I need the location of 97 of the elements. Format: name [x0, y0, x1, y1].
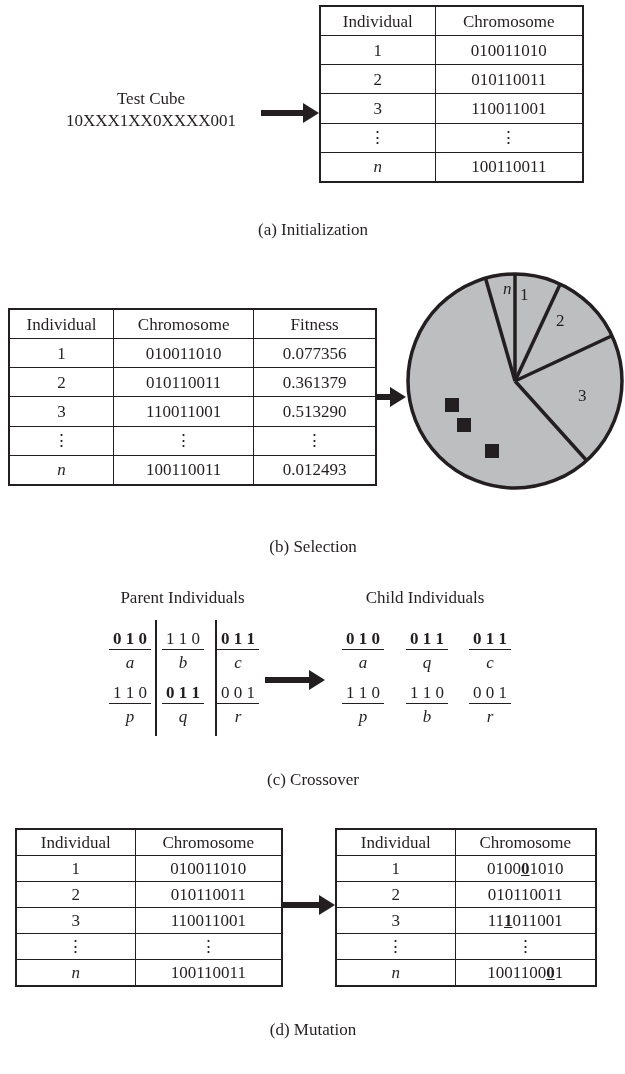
chromosome-string: 010110011: [146, 372, 222, 392]
chromosome-string: 010110011: [487, 885, 563, 904]
segment-letter: r: [233, 708, 243, 727]
bit-segment: 1 1 0: [342, 684, 384, 704]
panel-caption: (d) Mutation: [268, 1020, 358, 1040]
chromosome-string: 010110011: [471, 69, 547, 89]
individual-number: n: [71, 962, 80, 982]
segment-letter: p: [357, 708, 369, 727]
individual-number: 2: [373, 69, 383, 89]
individual-number: 1: [373, 40, 383, 60]
chromosome-string: ⋮: [199, 936, 217, 956]
individual-number: 1: [71, 859, 80, 879]
segment-letter: c: [233, 654, 243, 673]
slice-label: 1: [520, 285, 529, 305]
bit-segment: 0 1 0: [109, 630, 151, 650]
individual-number: 2: [57, 372, 66, 392]
individual-number: 3: [57, 402, 66, 421]
data-table: [319, 5, 584, 183]
slice-label: n: [503, 279, 512, 299]
column-header: Chromosome: [479, 833, 572, 853]
data-table: [8, 308, 377, 486]
bit-segment: 1 1 0: [406, 684, 448, 704]
slice-label: 3: [578, 386, 587, 406]
chromosome-string: 110011001: [471, 99, 547, 118]
segment-letter: q: [421, 654, 433, 673]
chromosome-string: 010001010: [487, 859, 564, 879]
test-cube-text: Test Cube 10XXX1XX0XXXX001: [65, 88, 237, 133]
individual-number: 2: [71, 885, 80, 904]
chromosome-string: 010011010: [170, 859, 247, 879]
individual-number: 3: [391, 910, 400, 930]
chromosome-string: 110011001: [146, 402, 222, 421]
bit-segment: 1 1 0: [162, 630, 204, 650]
data-table: [335, 828, 597, 987]
panel-caption: (a) Initialization: [257, 220, 369, 240]
individual-number: 3: [373, 99, 383, 118]
individual-number: n: [391, 962, 400, 982]
segment-letter: b: [421, 708, 433, 727]
bit-segment: 0 0 1: [217, 684, 259, 704]
bit-segment: 0 1 1: [162, 684, 204, 704]
bit-segment: 1 1 0: [109, 684, 151, 704]
column-header: Fitness: [290, 314, 339, 334]
bit-segment: 0 1 1: [406, 630, 448, 650]
segment-letter: q: [177, 708, 189, 727]
chromosome-string: 100110001: [487, 962, 564, 982]
chromosome-string: ⋮: [516, 936, 534, 956]
individual-number: 1: [391, 859, 400, 879]
column-header: Individual: [342, 11, 413, 31]
segment-letter: a: [357, 654, 369, 673]
fitness-value: 0.077356: [282, 343, 347, 363]
individual-number: 3: [71, 910, 80, 930]
segment-letter: a: [124, 654, 136, 673]
group-heading: Child Individuals: [364, 588, 486, 608]
column-header: Individual: [40, 833, 111, 853]
column-header: Chromosome: [463, 11, 555, 31]
fitness-value: 0.361379: [282, 372, 347, 392]
arrow: [265, 670, 325, 690]
chromosome-string: ⋮: [500, 128, 518, 148]
individual-number: 2: [391, 885, 400, 904]
chromosome-string: 010110011: [170, 885, 246, 904]
column-header: Individual: [360, 833, 431, 853]
column-header: Individual: [26, 314, 97, 334]
chromosome-string: ⋮: [175, 431, 193, 451]
chromosome-string: 100110011: [471, 157, 547, 177]
individual-number: ⋮: [53, 431, 70, 451]
chromosome-string: 110011001: [170, 910, 246, 930]
arrow: [377, 387, 406, 407]
individual-number: ⋮: [67, 936, 85, 956]
slice-label: 2: [556, 311, 565, 331]
chromosome-string: 111011001: [487, 910, 563, 930]
segment-letter: c: [485, 654, 495, 673]
individual-number: ⋮: [387, 936, 405, 956]
group-heading: Parent Individuals: [119, 588, 246, 608]
fitness-value: 0.513290: [282, 402, 347, 421]
column-header: Chromosome: [137, 314, 230, 334]
chromosome-string: 010011010: [145, 343, 222, 363]
bit-segment: 0 1 0: [342, 630, 384, 650]
bit-segment: 0 0 1: [469, 684, 511, 704]
individual-number: n: [373, 157, 383, 177]
bit-segment: 0 1 1: [469, 630, 511, 650]
fitness-value: 0.012493: [282, 460, 347, 480]
data-table: [15, 828, 283, 987]
segment-letter: b: [177, 654, 189, 673]
panel-caption: (c) Crossover: [265, 770, 361, 790]
chromosome-string: 010011010: [470, 40, 547, 60]
individual-number: 1: [57, 343, 66, 363]
individual-number: n: [57, 460, 66, 480]
chromosome-string: 100110011: [146, 460, 222, 480]
arrow: [261, 103, 319, 123]
column-header: Chromosome: [162, 833, 255, 853]
arrow: [283, 895, 335, 915]
fitness-value: ⋮: [306, 431, 324, 451]
segment-letter: r: [485, 708, 495, 727]
bit-segment: 0 1 1: [217, 630, 259, 650]
chromosome-string: 100110011: [170, 962, 246, 982]
panel-caption: (b) Selection: [268, 537, 358, 557]
segment-letter: p: [124, 708, 136, 727]
individual-number: ⋮: [369, 128, 387, 148]
